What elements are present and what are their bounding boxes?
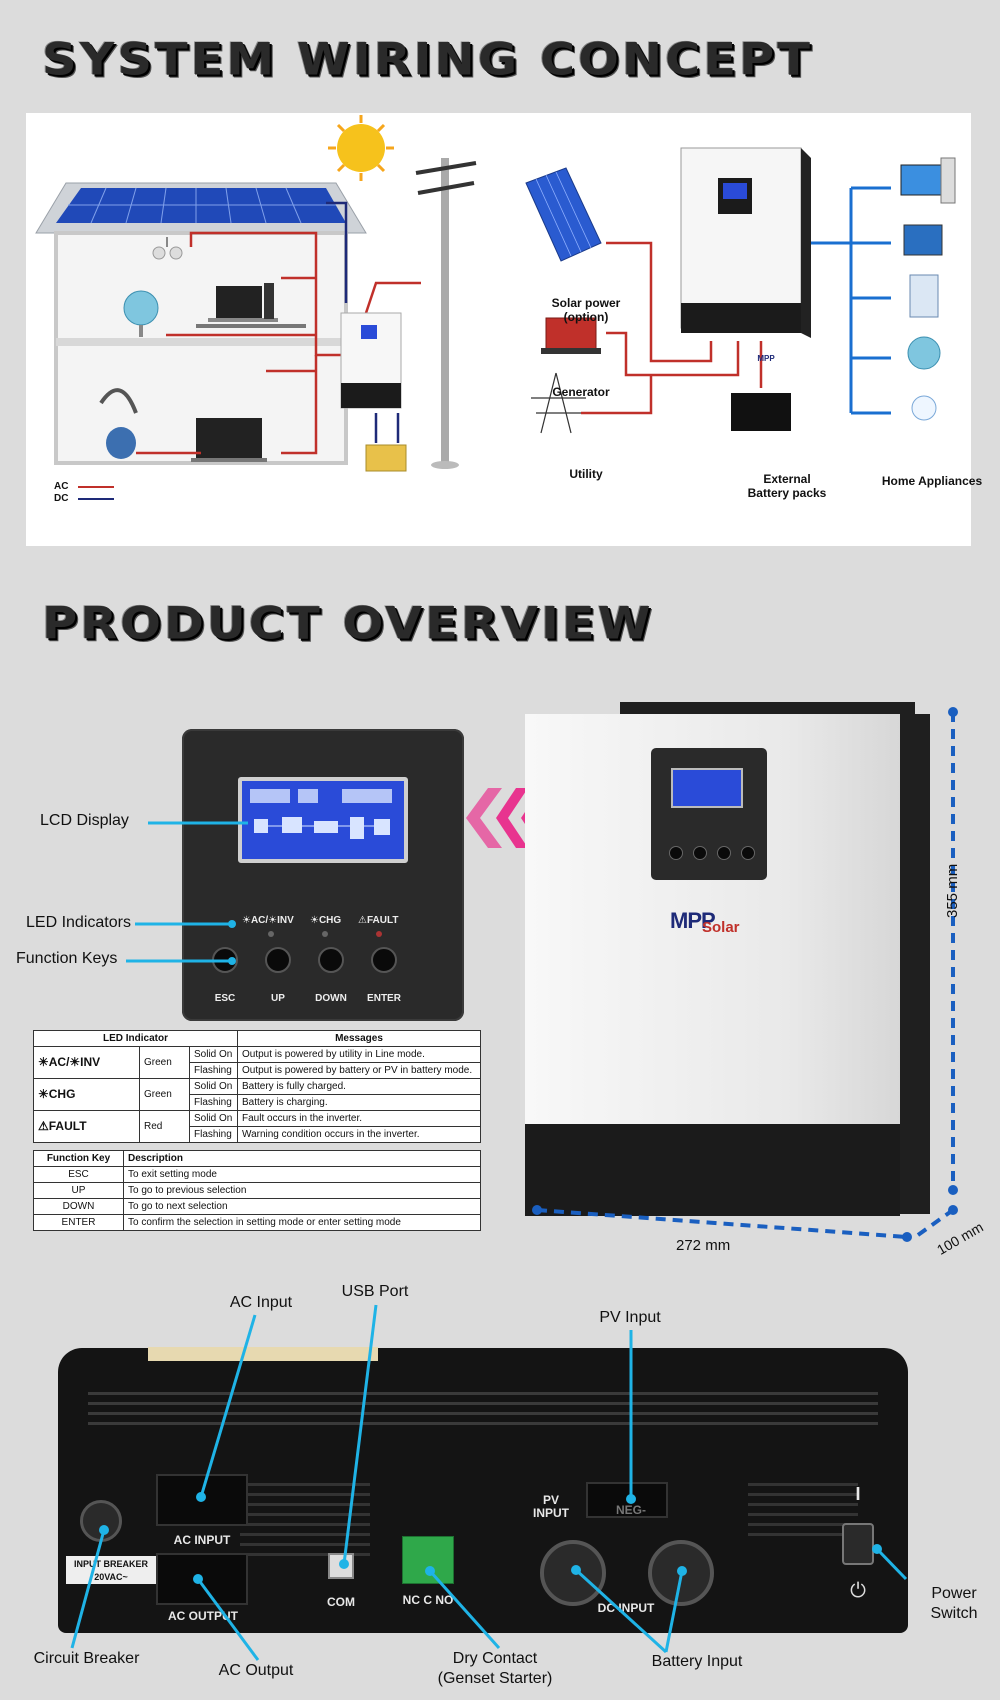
led-indicator-table: LED Indicator Messages ☀AC/☀INV Green So… (33, 1030, 481, 1143)
inverter-lcd (671, 768, 743, 808)
esc-key-label: ESC (214, 993, 236, 1004)
wiring-title: SYSTEM WIRING CONCEPT (42, 34, 813, 86)
led-chg (322, 931, 328, 937)
power-switch-label: Power Switch (930, 1585, 978, 1622)
led-ac-inv (268, 931, 274, 937)
down-key-label: DOWN (315, 993, 347, 1004)
wiring-diagram-panel: AC DC Solar power (option) Generator Uti… (26, 113, 982, 546)
inverter-control-panel (651, 748, 767, 880)
led-indicators-callout: LED Indicators (26, 914, 131, 931)
lcd-display-callout: LCD Display (40, 812, 129, 829)
ac-output-terminal[interactable] (156, 1553, 248, 1605)
led-label-fault: ⚠FAULT (358, 915, 399, 926)
table-row: Flashing Warning condition occurs in the… (34, 1126, 481, 1143)
dry-contact-terminal[interactable] (402, 1536, 454, 1584)
inverter-side (900, 714, 930, 1214)
lcd-segments (250, 789, 392, 839)
width-dimension: 272 mm (676, 1237, 731, 1254)
down-key[interactable] (318, 947, 344, 973)
brand-logo-bottom: Solar (702, 919, 740, 936)
legend-ac-label: AC (54, 481, 69, 492)
usb-port-label: USB Port (341, 1283, 409, 1300)
pv-input-print: PV INPUT (533, 1493, 569, 1520)
utility-label: Utility (569, 467, 603, 481)
home-appliances-label: Home Appliances (881, 474, 983, 488)
ac-input-print: AC INPUT (173, 1533, 231, 1547)
ac-output-label: AC Output (218, 1662, 294, 1679)
inverter-key-4[interactable] (741, 846, 755, 860)
legend-dc-label: DC (54, 493, 69, 504)
ac-output-print: AC OUTPUT (168, 1609, 238, 1623)
inverter-front-view: MPP Solar (525, 702, 930, 1216)
function-key-table: Function Key Description ESC To exit set… (33, 1150, 481, 1231)
enter-key[interactable] (371, 947, 397, 973)
function-keys-callout: Function Keys (16, 950, 118, 967)
table-row: ENTER To confirm the selection in settin… (33, 1214, 481, 1231)
battery-packs-label: External Battery packs (747, 472, 827, 500)
house-illustration (35, 115, 477, 500)
nc-c-no-print: NC C NO (402, 1593, 454, 1607)
enter-key-label: ENTER (367, 993, 401, 1004)
led-label-chg: ☀CHG (310, 915, 342, 926)
generator-label: Generator (552, 385, 610, 399)
inverter-key-1[interactable] (669, 846, 683, 860)
battery-input-label: Battery Input (651, 1653, 743, 1670)
lcd-display (238, 777, 408, 863)
system-components (525, 147, 956, 434)
power-off-icon: ⏻ (850, 1580, 866, 1602)
switch-on-print: I (855, 1484, 861, 1504)
front-panel-closeup: ☀AC/☀INV ☀CHG ⚠FAULT ESC UP DOWN ENTER (182, 729, 464, 1021)
inverter-key-3[interactable] (717, 846, 731, 860)
up-key[interactable] (265, 947, 291, 973)
brand-logo-top: MPP (670, 908, 716, 933)
warning-sticker (148, 1347, 378, 1361)
neg-print: NEG- (616, 1503, 646, 1517)
table-row: ☀CHG Green Solid On Battery is fully cha… (33, 1078, 481, 1111)
wiring-brand-label: MPP (757, 354, 775, 363)
inverter-key-2[interactable] (693, 846, 707, 860)
dc-input-print: DC INPUT (597, 1601, 655, 1615)
rear-top-vents (88, 1392, 878, 1425)
rear-right-vents (748, 1483, 858, 1536)
breaker-print: INPUT BREAKER 20VAC~ (66, 1556, 156, 1584)
circuit-breaker[interactable] (80, 1500, 122, 1542)
rear-panel: INPUT BREAKER 20VAC~ AC INPUT AC OUTPUT … (58, 1347, 908, 1633)
overview-title: PRODUCT OVERVIEW (42, 598, 654, 650)
circuit-breaker-label: Circuit Breaker (33, 1650, 140, 1667)
solar-power-label: Solar power (option) (551, 296, 621, 324)
dry-contact-label: Dry Contact (Genset Starter) (437, 1650, 553, 1687)
inverter-bottom (525, 1124, 900, 1216)
rear-left-vents (240, 1483, 370, 1556)
battery-box-label: BATTERY (763, 452, 811, 463)
wiring-diagram (35, 115, 956, 500)
power-switch[interactable] (842, 1523, 874, 1565)
ac-input-label: AC Input (229, 1294, 293, 1311)
com-print: COM (327, 1595, 355, 1609)
led-label-ac-inv: ☀AC/☀INV (242, 915, 294, 926)
led-fault (376, 931, 382, 937)
up-key-label: UP (271, 993, 285, 1004)
pv-input-label: PV Input (599, 1309, 661, 1326)
inverter-top-mount (620, 702, 915, 716)
table-row: ☀AC/☀INV Green Solid On Output is powere… (33, 1046, 481, 1079)
